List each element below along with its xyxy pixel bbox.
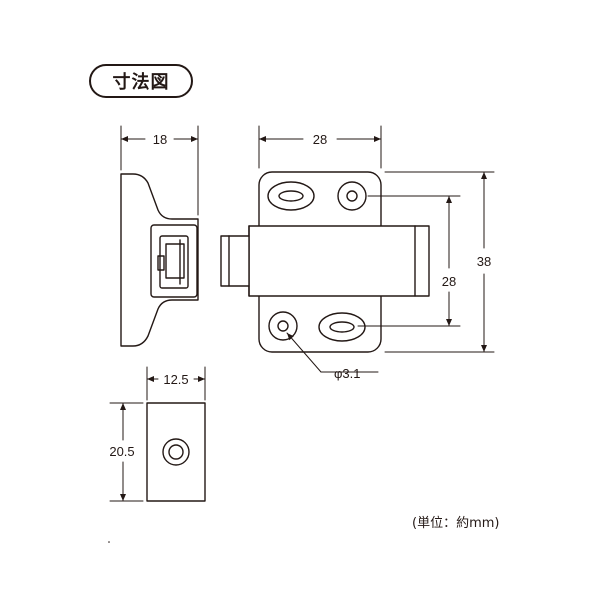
side-view-latch [165,243,185,279]
front-view-housing [248,225,430,297]
speck-dot [108,541,110,543]
plate-height-label: 20.5 [109,444,134,459]
round-hole-top [337,181,367,211]
side-view-latch-tab [157,255,165,271]
body-height-label: 38 [477,254,491,269]
body-height-dimension [384,171,495,353]
front-view [220,171,430,353]
slot-hole-bottom [318,312,366,342]
strike-plate-hole-outer [162,438,190,466]
side-view-slot-inner [159,235,189,289]
strike-plate-body [146,402,206,502]
strike-plate-hole-inner [168,444,184,460]
hole-pitch-label: 28 [442,274,456,289]
side-width-dimension [120,125,199,216]
round-hole-bottom [268,311,298,341]
hole-diameter-label: φ3.1 [334,366,361,381]
slot-hole-top [267,181,315,211]
unit-note: (単位：約mm) [412,516,500,531]
side-view [120,173,199,347]
side-view-slot-outer [150,224,198,298]
drawing-title: 寸法図 [89,64,193,98]
plate-height-dimension [109,402,144,502]
plate-width-dimension [146,366,206,401]
strike-plate [146,402,206,502]
front-view-plunger [220,235,250,287]
side-width-label: 18 [153,132,167,147]
body-width-dimension [258,125,382,169]
body-width-label: 28 [313,132,327,147]
drawing-title-text: 寸法図 [112,72,170,93]
hole-diameter-leader [286,332,379,373]
hole-pitch-dimension [357,195,461,327]
side-view-outline [120,173,199,347]
plate-width-label: 12.5 [163,372,188,387]
